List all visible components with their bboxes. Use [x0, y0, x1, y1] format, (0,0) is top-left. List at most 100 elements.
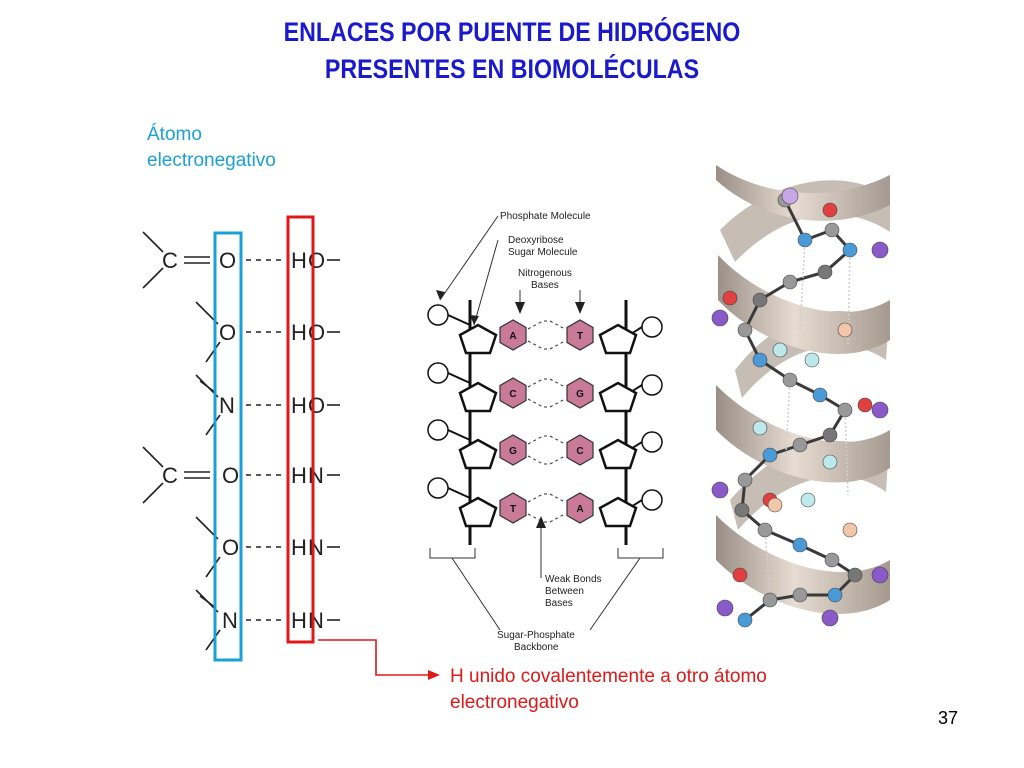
helix-atom-34	[871, 401, 889, 419]
helix-atom-39	[837, 322, 853, 338]
helix-atom-35	[711, 481, 729, 499]
backbone-label-2: Backbone	[514, 642, 559, 653]
phosphate-leader-line	[439, 215, 499, 301]
sugar-label-1: Deoxyribose	[508, 235, 564, 246]
helix-atom-44	[842, 522, 858, 538]
helix-atom-36	[871, 566, 889, 584]
ring-double-3	[199, 380, 217, 394]
sugar-right-2	[598, 381, 638, 413]
base-right-3	[566, 434, 594, 466]
callout-arrowhead	[428, 670, 440, 680]
sugar-left-3	[458, 438, 498, 470]
backbone-label-1: Sugar-Phosphate	[497, 630, 575, 641]
bond-lower-1	[142, 267, 164, 289]
hydrogen-atom-5: H	[291, 535, 307, 560]
ring-bond-lower-2	[205, 341, 221, 363]
helix-atom-33	[711, 309, 729, 327]
helix-atom-12	[782, 372, 798, 388]
bases-label-2: Bases	[531, 280, 559, 291]
helix-atom-23	[792, 537, 808, 553]
electronegative-atom-box	[213, 231, 243, 662]
base-label-left-3: G	[509, 446, 517, 457]
backbone-leader-line-2	[589, 557, 641, 631]
acceptor-atom-3: N	[219, 393, 235, 418]
helix-atom-17	[792, 437, 808, 453]
title-line-1: ENLACES POR PUENTE DE HIDRÓGENO	[283, 17, 741, 47]
weak-bond-lower-4	[527, 513, 566, 523]
sugar-phosphate-backbone	[427, 300, 663, 545]
helix-atom-26	[827, 587, 843, 603]
helix-hbond-3	[784, 379, 791, 471]
acceptor-atom-2: O	[219, 320, 236, 345]
acceptor-atom-6: N	[222, 608, 238, 633]
covalent-hydrogen-box	[286, 215, 315, 644]
helix-atom-14	[837, 402, 853, 418]
weak-bond-upper-2	[527, 378, 566, 388]
helix-atom-16	[822, 427, 838, 443]
helix-atom-21	[757, 522, 773, 538]
weak-bond-upper-3	[527, 435, 566, 445]
base-left-1	[499, 319, 527, 351]
covalent-hydrogen-callout: H unido covalentemente a otro átomo elec…	[450, 664, 767, 716]
hydrogen-atom-3: H	[291, 393, 307, 418]
backbone-leader-line-1	[451, 557, 501, 631]
helix-atom-15	[857, 397, 873, 413]
helix-atom-10	[737, 322, 753, 338]
helix-atom-29	[737, 612, 753, 628]
helix-atom-19	[737, 472, 753, 488]
sugar-arrowhead	[470, 315, 479, 325]
base-label-right-4: A	[576, 504, 583, 515]
helix-atom-31	[781, 187, 799, 205]
helix-atom-5	[842, 242, 858, 258]
phosphate-arrowhead	[436, 290, 445, 300]
helix-hbond-1	[799, 239, 806, 331]
hydrogen-atom-1: H	[291, 248, 307, 273]
phosphate-bond-left-3	[447, 429, 471, 441]
helix-atom-30	[732, 567, 748, 583]
helix-atom-40	[804, 352, 820, 368]
base-label-left-4: T	[510, 504, 516, 515]
ring-double-6	[199, 595, 217, 609]
helix-atom-4	[822, 202, 838, 218]
helix-atom-6	[817, 264, 833, 280]
weak-bond-upper-4	[527, 493, 566, 503]
weak-bonds-label-1: Weak Bonds	[545, 574, 602, 585]
red-callout-line-2: electronegativo	[450, 692, 579, 713]
base-right-1	[566, 319, 594, 351]
helix-atom-3	[824, 222, 840, 238]
helix-atom-38	[821, 609, 839, 627]
phosphate-bond-left-2	[447, 372, 471, 384]
slide-title: ENLACES POR PUENTE DE HIDRÓGENO PRESENTE…	[72, 14, 953, 88]
phosphate-bond-left-4	[447, 487, 471, 499]
base-label-right-2: G	[576, 389, 584, 400]
title-line-2: PRESENTES EN BIOMOLÉCULAS	[324, 54, 700, 84]
helix-atom-37	[716, 599, 734, 617]
acceptor-atom-1: O	[219, 248, 236, 273]
sugar-leader-line	[473, 239, 499, 326]
electronegative-atom-callout: Átomo electronegativo	[147, 122, 276, 174]
helix-atom-41	[772, 342, 788, 358]
ring-bond-lower-5	[205, 556, 221, 578]
helix-atom-42	[822, 454, 838, 470]
helix-atom-27	[792, 587, 808, 603]
sugar-right-1	[598, 323, 638, 355]
ring-bond-lower-6	[205, 629, 221, 651]
weak-bond-lower-3	[527, 455, 566, 465]
weak-bond-upper-1	[527, 320, 566, 330]
base-label-left-2: C	[509, 389, 516, 400]
helix-atom-25	[847, 567, 863, 583]
bases-arrowhead-1	[515, 302, 525, 314]
weak-bonds-label-3: Bases	[545, 598, 573, 609]
helix-atom-43	[767, 497, 783, 513]
base-left-3	[499, 434, 527, 466]
phosphate-bond-left-1	[447, 314, 471, 326]
sugar-left-4	[458, 496, 498, 528]
callout-line-1: Átomo	[147, 124, 202, 145]
backbone-bracket-right	[617, 548, 664, 559]
bond-upper-4	[142, 446, 164, 468]
bond-lower-4	[142, 482, 164, 504]
